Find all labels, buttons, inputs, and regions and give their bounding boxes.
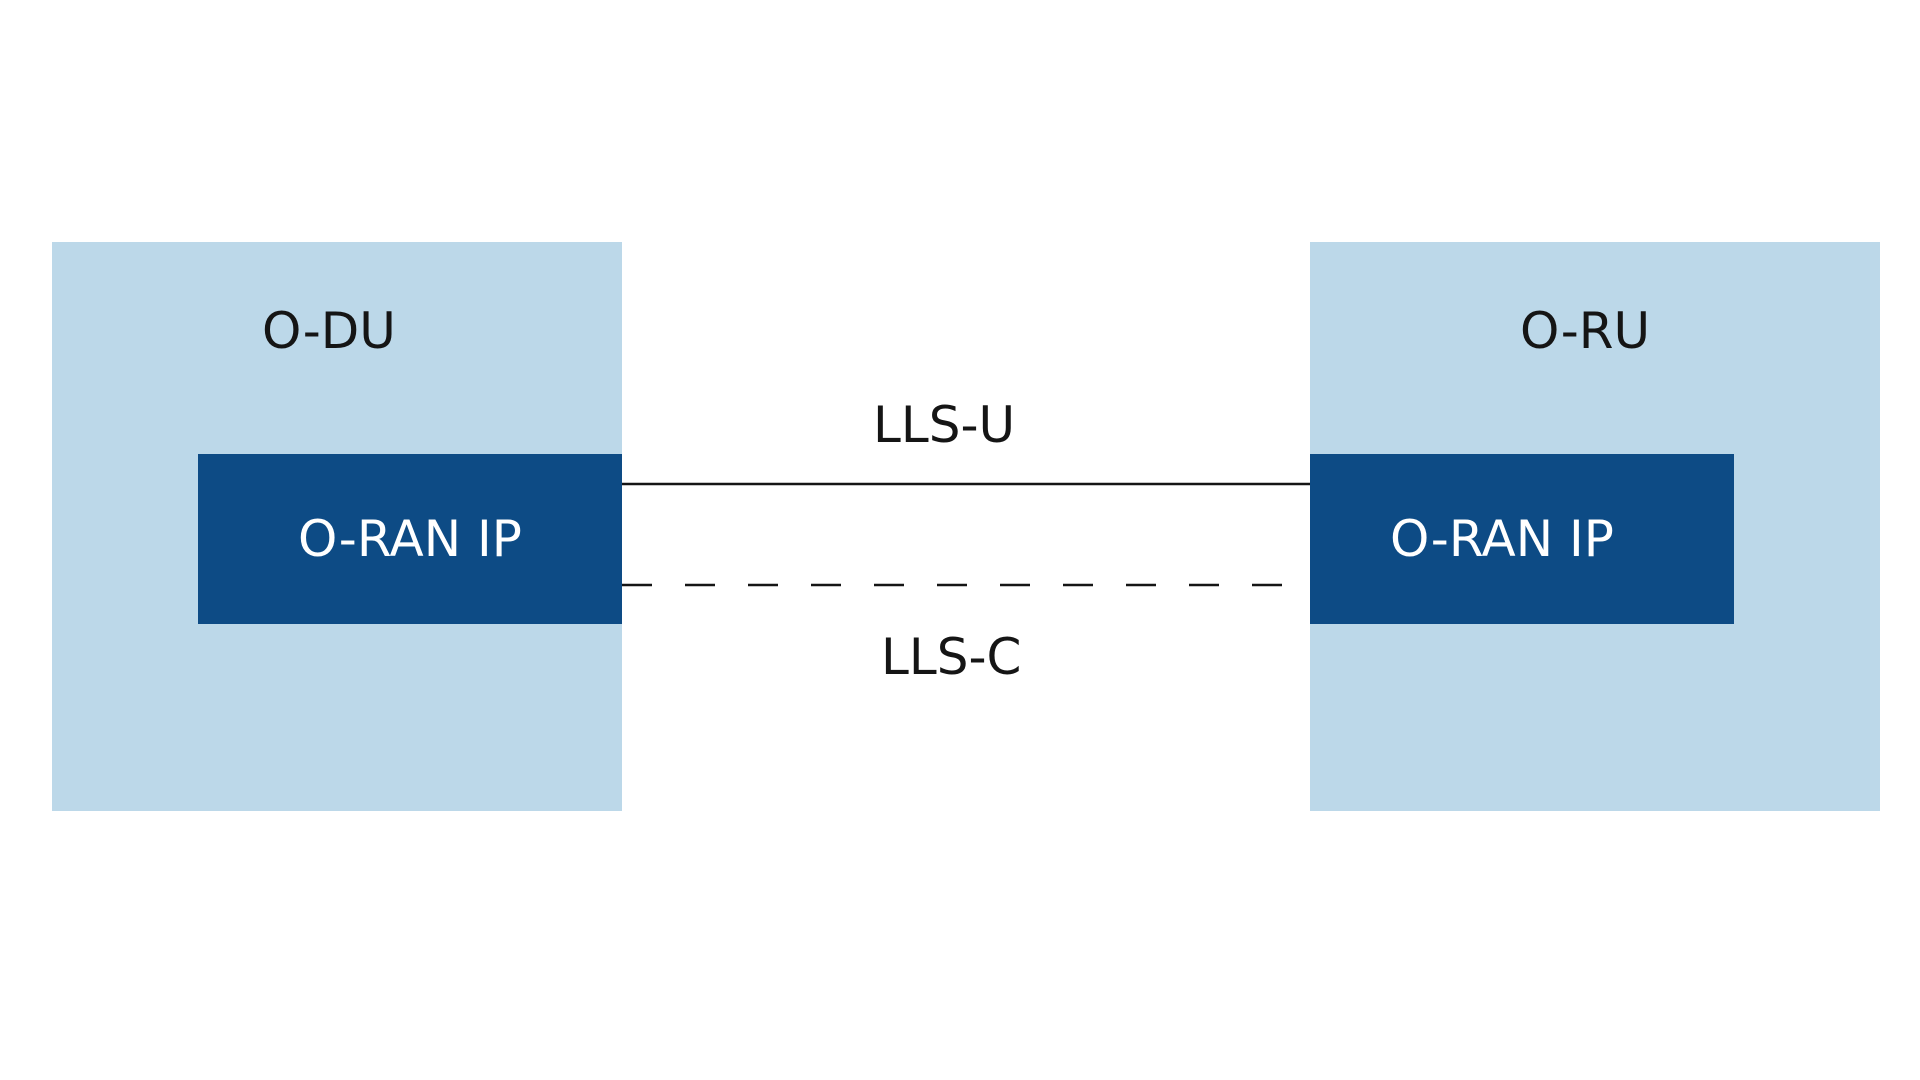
oru-oran-ip-label: O-RAN IP bbox=[1390, 510, 1614, 568]
oru-oran-ip-box: O-RAN IP bbox=[1310, 454, 1734, 624]
odu-oran-ip-box: O-RAN IP bbox=[198, 454, 622, 624]
lls-u-label: LLS-U bbox=[873, 396, 1016, 454]
odu-oran-ip-label: O-RAN IP bbox=[298, 510, 522, 568]
lls-c-label: LLS-C bbox=[881, 628, 1022, 686]
oru-label: O-RU bbox=[1520, 302, 1651, 360]
odu-label: O-DU bbox=[262, 302, 396, 360]
